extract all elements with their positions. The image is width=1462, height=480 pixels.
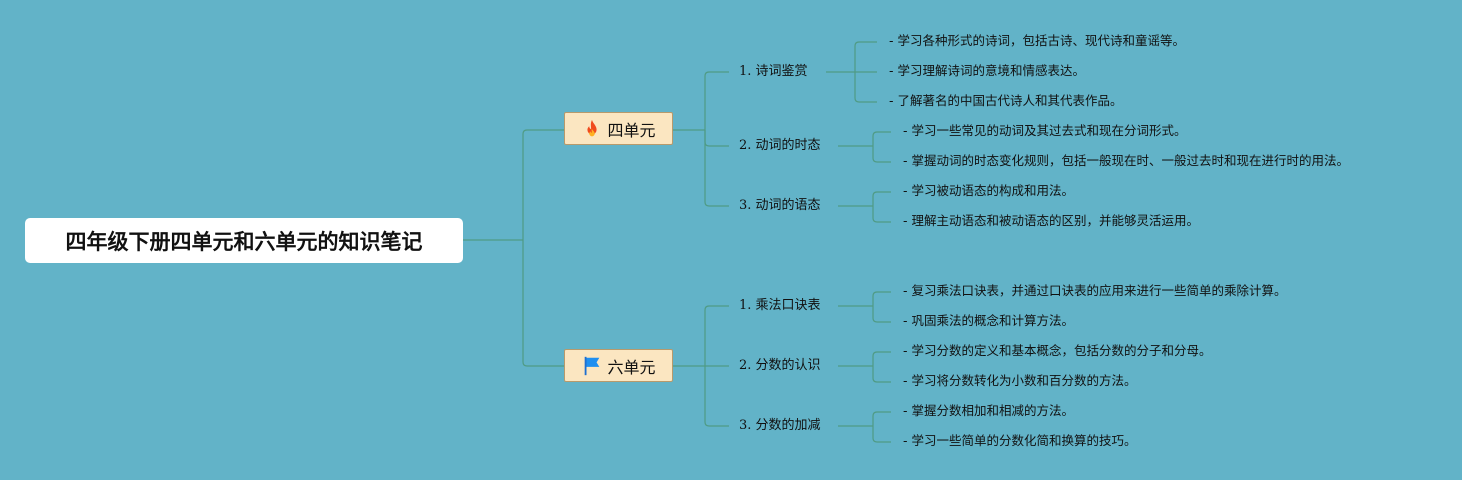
detail-connector <box>854 41 877 72</box>
detail-connector <box>872 351 891 366</box>
topic-node[interactable]: 2. 动词的时态 <box>739 138 821 153</box>
fire-icon <box>581 118 603 140</box>
detail-node[interactable]: - 掌握动词的时态变化规则，包括一般现在时、一般过去时和现在进行时的用法。 <box>903 153 1349 168</box>
detail-node[interactable]: - 学习分数的定义和基本概念，包括分数的分子和分母。 <box>903 343 1212 358</box>
topic-node[interactable]: 1. 诗词鉴赏 <box>739 64 808 79</box>
topic-node[interactable]: 3. 动词的语态 <box>739 198 821 213</box>
detail-node[interactable]: - 学习各种形式的诗词，包括古诗、现代诗和童谣等。 <box>889 33 1185 48</box>
detail-connector <box>872 291 891 306</box>
flag-icon <box>581 355 603 377</box>
detail-node[interactable]: - 学习将分数转化为小数和百分数的方法。 <box>903 373 1137 388</box>
detail-connector <box>872 306 891 323</box>
topic-node[interactable]: 3. 分数的加减 <box>739 418 821 433</box>
detail-node[interactable]: - 学习一些常见的动词及其过去式和现在分词形式。 <box>903 123 1187 138</box>
detail-connector <box>872 426 891 443</box>
detail-node[interactable]: - 巩固乘法的概念和计算方法。 <box>903 313 1074 328</box>
unit-node[interactable]: 四单元 <box>564 112 673 145</box>
topic-connector <box>704 366 729 427</box>
topic-node[interactable]: 1. 乘法口诀表 <box>739 298 821 313</box>
unit-connector <box>522 129 564 240</box>
topic-connector <box>704 71 729 130</box>
detail-node[interactable]: - 学习理解诗词的意境和情感表达。 <box>889 63 1085 78</box>
detail-node[interactable]: - 学习一些简单的分数化简和换算的技巧。 <box>903 433 1137 448</box>
detail-connector <box>872 191 891 206</box>
detail-connector <box>872 206 891 223</box>
detail-node[interactable]: - 掌握分数相加和相减的方法。 <box>903 403 1074 418</box>
detail-node[interactable]: - 复习乘法口诀表，并通过口诀表的应用来进行一些简单的乘除计算。 <box>903 283 1287 298</box>
unit-label: 六单元 <box>607 357 656 377</box>
root-title: 四年级下册四单元和六单元的知识笔记 <box>65 229 423 254</box>
detail-node[interactable]: - 了解著名的中国古代诗人和其代表作品。 <box>889 93 1123 108</box>
detail-node[interactable]: - 学习被动语态的构成和用法。 <box>903 183 1074 198</box>
detail-node[interactable]: - 理解主动语态和被动语态的区别，并能够灵活运用。 <box>903 213 1199 228</box>
unit-connector <box>522 240 564 367</box>
topic-connector <box>704 305 729 366</box>
topic-connector <box>704 130 729 147</box>
detail-connector <box>854 72 877 103</box>
unit-label: 四单元 <box>607 120 656 140</box>
root-node[interactable]: 四年级下册四单元和六单元的知识笔记 <box>25 218 463 263</box>
detail-connector <box>872 146 891 163</box>
topic-node[interactable]: 2. 分数的认识 <box>739 358 821 373</box>
detail-connector <box>872 366 891 383</box>
detail-connector <box>872 411 891 426</box>
topic-connector <box>704 130 729 207</box>
detail-connector <box>872 131 891 146</box>
unit-node[interactable]: 六单元 <box>564 349 673 382</box>
